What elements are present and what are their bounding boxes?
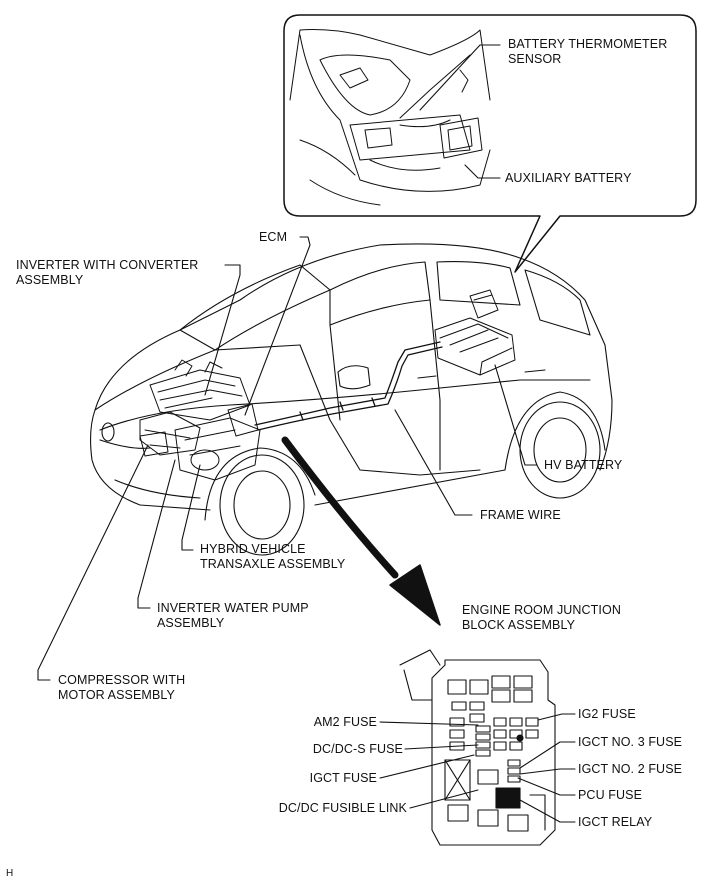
label-engine-room-junction-block: ENGINE ROOM JUNCTION BLOCK ASSEMBLY [462, 603, 621, 633]
frame-wire-sketch [254, 341, 443, 431]
label-line: IGCT FUSE [309, 771, 377, 785]
label-line: AUXILIARY BATTERY [505, 171, 632, 185]
label-inverter-water-pump: INVERTER WATER PUMP ASSEMBLY [157, 601, 309, 631]
label-line: ENGINE ROOM JUNCTION [462, 603, 621, 617]
label-line: HYBRID VEHICLE [200, 542, 306, 556]
leader-lines [37, 44, 576, 823]
label-am2-fuse: AM2 FUSE [314, 715, 377, 730]
label-line: DC/DC-S FUSE [312, 742, 403, 756]
label-line: INVERTER WITH CONVERTER [16, 258, 199, 272]
label-hybrid-vehicle-transaxle: HYBRID VEHICLE TRANSAXLE ASSEMBLY [200, 542, 345, 572]
label-line: IGCT NO. 2 FUSE [578, 762, 683, 776]
label-line: IGCT RELAY [578, 815, 653, 829]
label-line: BLOCK ASSEMBLY [462, 618, 576, 632]
label-line: SENSOR [508, 52, 562, 66]
label-line: PCU FUSE [578, 788, 643, 802]
label-line: DC/DC FUSIBLE LINK [278, 801, 407, 815]
label-igct-fuse: IGCT FUSE [310, 771, 377, 786]
inset-callout [283, 14, 697, 273]
label-line: ASSEMBLY [157, 616, 225, 630]
engine-components-sketch [139, 359, 261, 481]
label-line: HV BATTERY [544, 458, 623, 472]
label-igct-no2-fuse: IGCT NO. 2 FUSE [578, 762, 682, 777]
hv-battery-sketch [434, 289, 516, 376]
junction-block-sketch [399, 649, 556, 846]
label-frame-wire: FRAME WIRE [480, 508, 561, 523]
car-body-sketch [89, 243, 613, 556]
label-ig2-fuse: IG2 FUSE [578, 707, 636, 722]
label-dc-dc-s-fuse: DC/DC-S FUSE [313, 742, 403, 757]
label-auxiliary-battery: AUXILIARY BATTERY [505, 171, 632, 186]
corner-mark: H [6, 868, 14, 879]
label-hv-battery: HV BATTERY [544, 458, 622, 473]
label-igct-no3-fuse: IGCT NO. 3 FUSE [578, 735, 682, 750]
label-dc-dc-fusible-link: DC/DC FUSIBLE LINK [279, 801, 407, 816]
label-inverter-with-converter: INVERTER WITH CONVERTER ASSEMBLY [16, 258, 198, 288]
curved-arrow[interactable] [281, 436, 441, 626]
label-line: IGCT NO. 3 FUSE [578, 735, 683, 749]
label-line: MOTOR ASSEMBLY [58, 688, 175, 702]
label-line: COMPRESSOR WITH [58, 673, 186, 687]
label-line: IG2 FUSE [578, 707, 636, 721]
label-ecm: ECM [259, 230, 287, 245]
label-igct-relay: IGCT RELAY [578, 815, 652, 830]
label-line: AM2 FUSE [313, 715, 377, 729]
label-line: FRAME WIRE [480, 508, 561, 522]
label-line: ASSEMBLY [16, 273, 84, 287]
label-pcu-fuse: PCU FUSE [578, 788, 642, 803]
label-compressor-with-motor: COMPRESSOR WITH MOTOR ASSEMBLY [58, 673, 185, 703]
label-battery-thermometer-sensor: BATTERY THERMOMETER SENSOR [508, 37, 667, 67]
label-line: ECM [259, 230, 288, 244]
cargo-area-sketch [289, 29, 491, 206]
label-line: TRANSAXLE ASSEMBLY [200, 557, 346, 571]
label-line: INVERTER WATER PUMP [157, 601, 309, 615]
label-line: BATTERY THERMOMETER [508, 37, 668, 51]
